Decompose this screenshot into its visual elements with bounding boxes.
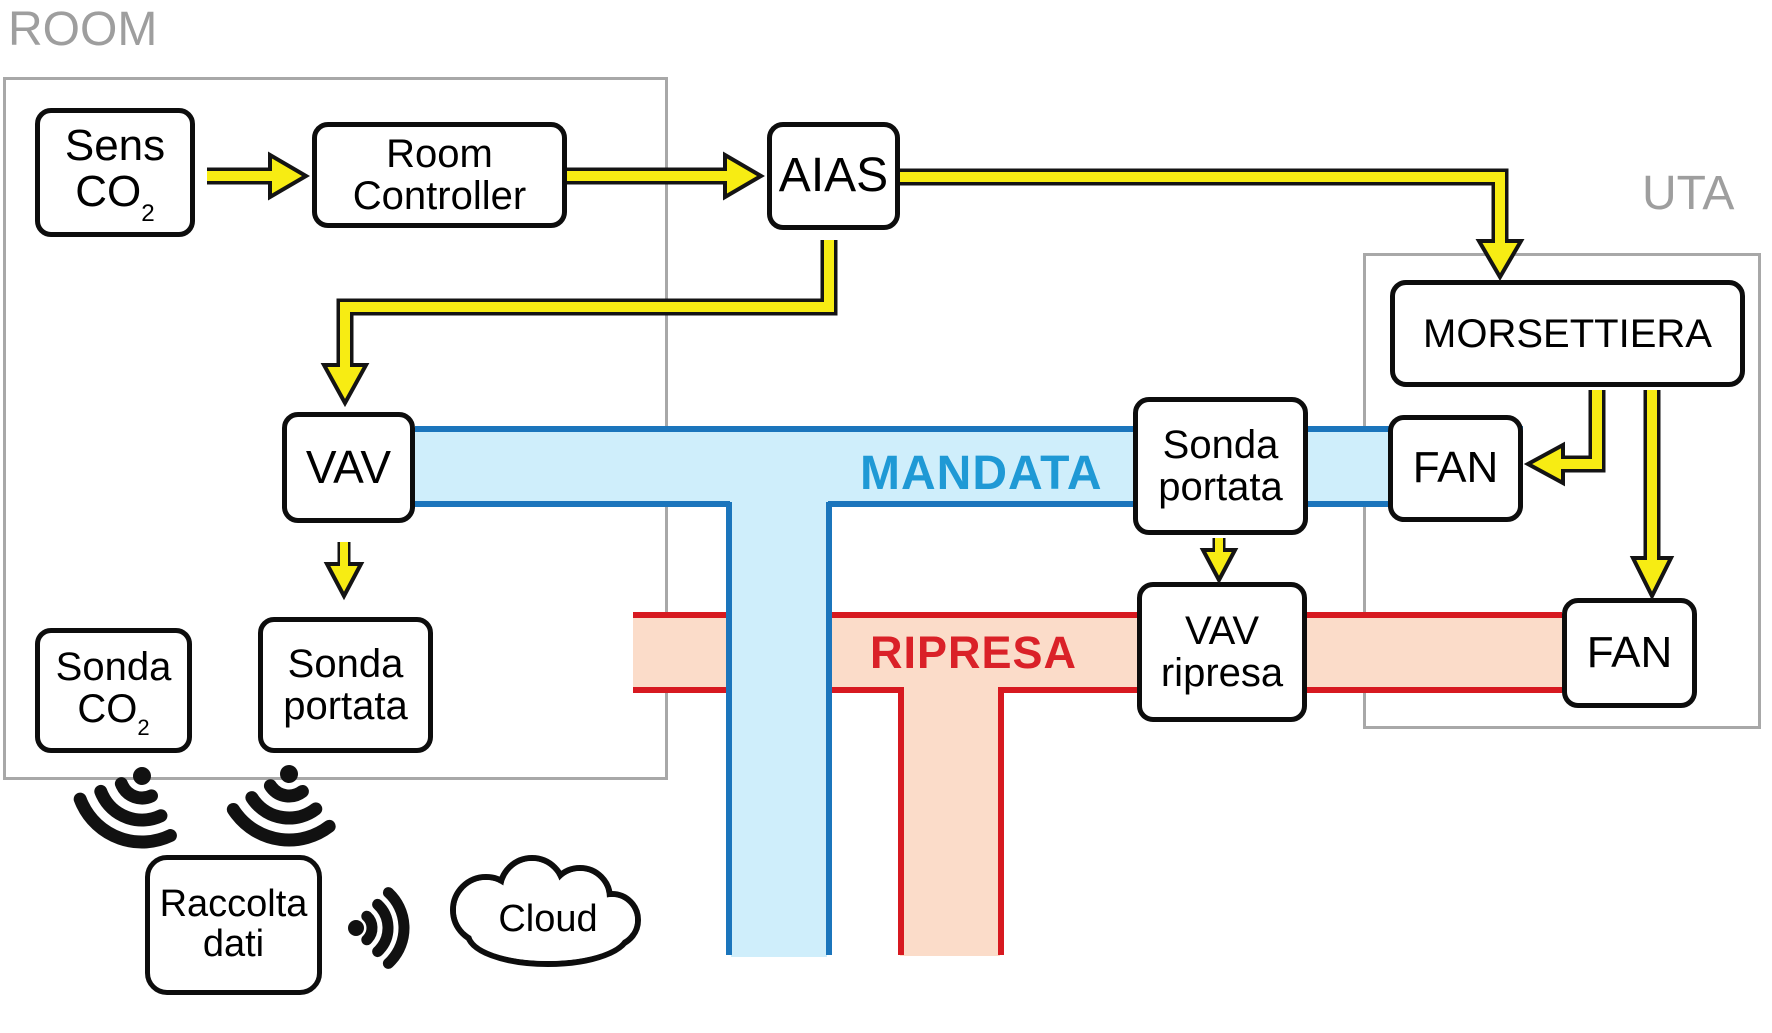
- node-label: Sonda: [287, 642, 404, 686]
- arrow-sonda-to-vav-ripresa: [1199, 538, 1239, 585]
- node-label: FAN: [1586, 627, 1673, 677]
- node-label: CO: [77, 686, 138, 731]
- ripresa-label: RIPRESA: [870, 627, 1078, 678]
- node-label: VAV: [305, 441, 392, 494]
- node-label: Room: [386, 132, 493, 176]
- node-fan-mandata: FAN: [1388, 415, 1523, 522]
- node-fan-ripresa: FAN: [1562, 598, 1697, 708]
- node-label: MORSETTIERA: [1423, 311, 1712, 356]
- node-label: FAN: [1412, 443, 1499, 493]
- node-label: VAV: [1184, 609, 1260, 653]
- node-label: portata: [283, 684, 408, 728]
- node-label: Sens: [64, 121, 166, 171]
- node-label: Controller: [352, 174, 527, 218]
- uta-zone-label: UTA: [1642, 167, 1735, 220]
- node-raccolta-dati: Raccolta dati: [145, 855, 322, 995]
- node-sonda-co2-room: Sonda CO2: [35, 628, 192, 753]
- node-vav-mandata: VAV: [282, 412, 415, 523]
- room-zone-label: ROOM: [8, 3, 158, 56]
- mandata-vertical-fill: [731, 504, 827, 957]
- node-label: Sonda: [55, 644, 172, 689]
- ripresa-vertical-fill: [900, 690, 1000, 956]
- node-sonda-portata-room: Sonda portata: [258, 617, 433, 753]
- mandata-label: MANDATA: [860, 447, 1103, 500]
- node-morsettiera: MORSETTIERA: [1390, 280, 1745, 387]
- mandata-vertical-lines: [726, 502, 832, 955]
- node-room-controller: Room Controller: [312, 122, 567, 228]
- subscript: 2: [137, 715, 150, 741]
- node-label: dati: [202, 923, 265, 965]
- node-sonda-portata-mandata: Sonda portata: [1133, 397, 1308, 535]
- node-vav-ripresa: VAV ripresa: [1137, 582, 1307, 722]
- cloud-label: Cloud: [498, 898, 598, 940]
- node-label: CO: [75, 167, 142, 217]
- node-label: Raccolta: [159, 883, 308, 926]
- node-aias: AIAS: [767, 122, 900, 230]
- ripresa-vertical-lines: [898, 687, 1004, 955]
- node-label: portata: [1158, 465, 1283, 509]
- subscript: 2: [141, 200, 155, 228]
- node-sens-co2: Sens CO2: [35, 108, 195, 237]
- node-label: AIAS: [778, 148, 889, 202]
- node-label: Sonda: [1162, 423, 1279, 467]
- node-label: ripresa: [1160, 651, 1284, 695]
